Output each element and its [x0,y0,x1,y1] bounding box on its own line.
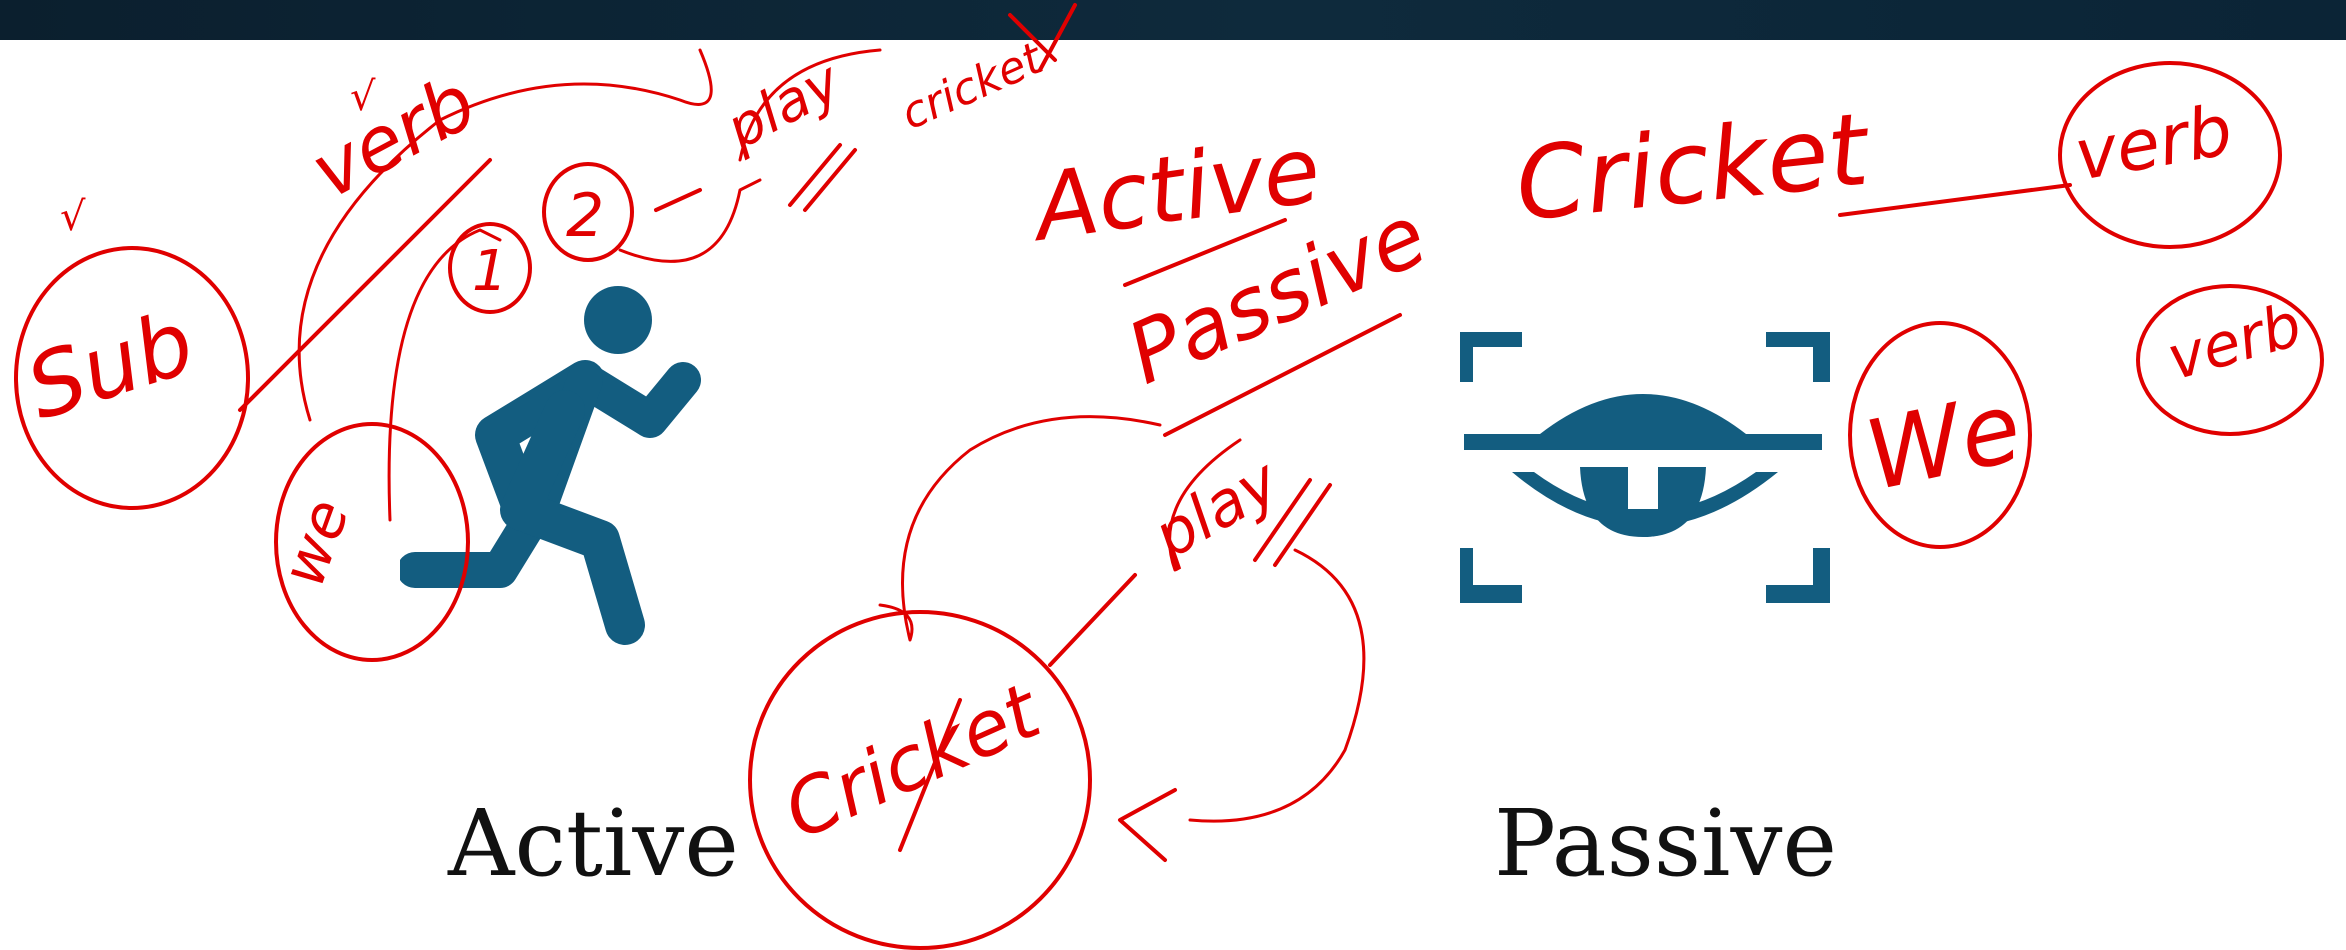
ink-cricket-right: Cricket [1510,90,1876,244]
passive-label: Passive [1494,790,1837,897]
ink-paren-play [738,48,882,162]
ink-arc-passive [878,415,1162,642]
ink-strike-cricket [898,698,962,852]
we-circle-right [1848,321,2032,549]
ink-arrow-cricket [1188,548,1366,823]
ink-paren-play-mid [1168,438,1242,572]
ink-active: Active [1023,116,1326,262]
ink-dash [654,188,702,212]
ink-verb-right-1: verb [2069,89,2239,197]
ink-play-mid: play [1140,443,1292,573]
active-label: Active [448,790,739,897]
ink-underline-active [1123,218,1287,287]
ink-verb-right-2: verb [2160,290,2309,395]
ink-two: 2 [566,181,604,251]
ink-we-right: We [1856,371,2030,513]
sub-circle [14,246,250,510]
ink-cricket-bottom: Cricket [771,665,1055,857]
cricket-circle-bottom [748,610,1092,950]
ink-sub: Sub [15,290,206,440]
top-bar [0,0,2346,40]
ink-passive: Passive [1113,186,1440,403]
ink-double-strike-mid [1253,478,1332,567]
ink-underline-passive [1163,313,1402,437]
ink-verb-left: verb [297,57,490,216]
ink-we-left: we [268,490,363,595]
ink-arrow-play [618,178,762,263]
ink-play-top: play [715,49,852,163]
running-person-icon [397,270,760,670]
ink-check-verb: √ [350,74,376,120]
circle-two [542,162,634,262]
verb-circle-right-1 [2058,61,2282,249]
ink-double-strike [788,143,857,212]
ink-line-verb [1838,183,2072,217]
ink-cricket-top: cricket [894,32,1052,140]
verb-circle-right-2 [2136,284,2324,436]
ink-strike-line [1048,573,1137,667]
eye-scan-icon [1455,329,1831,604]
ink-check-sub: √ [60,194,86,240]
ink-arrowhead [1118,788,1177,862]
